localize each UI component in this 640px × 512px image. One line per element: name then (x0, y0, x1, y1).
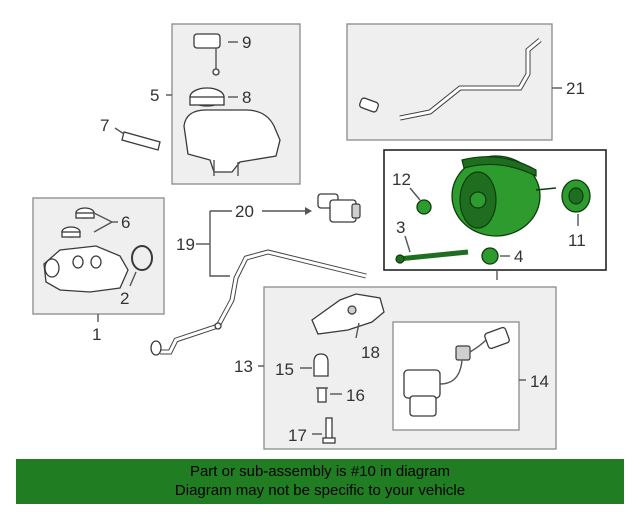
vacuum-sensor-part-20[interactable] (317, 193, 361, 223)
bolt-part-17[interactable] (322, 417, 336, 444)
oring-part-2[interactable] (131, 245, 153, 271)
callout-4: 4 (514, 247, 523, 266)
bumper-part-15[interactable] (313, 353, 329, 377)
callout-19: 19 (176, 235, 195, 254)
callout-9: 9 (242, 33, 251, 52)
bracket-part-18[interactable] (311, 293, 385, 335)
callout-13: 13 (234, 357, 253, 376)
nut-part-12[interactable] (416, 199, 432, 215)
vacuum-pipe-part[interactable] (359, 38, 542, 121)
reservoir-cap-part-8[interactable] (189, 87, 225, 107)
callout-12: 12 (392, 170, 411, 189)
callout-8: 8 (242, 88, 251, 107)
master-cylinder-part[interactable] (43, 245, 129, 293)
vacuum-pump-part-14[interactable] (403, 326, 510, 417)
banner-line-2: Diagram may not be specific to your vehi… (174, 482, 466, 499)
vacuum-hose-part-19[interactable] (150, 249, 367, 356)
callout-7: 7 (100, 116, 109, 135)
callout-18: 18 (361, 343, 380, 362)
callout-15: 15 (275, 360, 294, 379)
callout-3: 3 (396, 218, 405, 237)
gasket-part-11[interactable] (561, 179, 591, 213)
callout-16: 16 (346, 386, 365, 405)
sensor-part-7[interactable] (121, 131, 161, 151)
rod-part-3[interactable] (395, 249, 469, 264)
vacuum-pipe-box (346, 23, 553, 141)
banner-line-1: Part or sub-assembly is #10 in diagram (189, 463, 451, 480)
callout-14: 14 (530, 372, 549, 391)
nut-part-4[interactable] (481, 247, 499, 265)
callout-20: 20 (235, 202, 254, 221)
bolt-part-16[interactable] (316, 387, 328, 403)
callout-21: 21 (566, 79, 585, 98)
reservoir-part[interactable] (183, 109, 281, 176)
brake-booster-part-10[interactable] (451, 155, 557, 237)
sensor-part-9[interactable] (193, 33, 221, 76)
callout-5: 5 (150, 86, 159, 105)
callout-17: 17 (288, 426, 307, 445)
callout-2: 2 (120, 289, 129, 308)
callout-11: 11 (568, 231, 586, 250)
callout-6: 6 (121, 213, 130, 232)
info-banner: Part or sub-assembly is #10 in diagram D… (16, 459, 624, 504)
callout-1: 1 (92, 325, 101, 344)
